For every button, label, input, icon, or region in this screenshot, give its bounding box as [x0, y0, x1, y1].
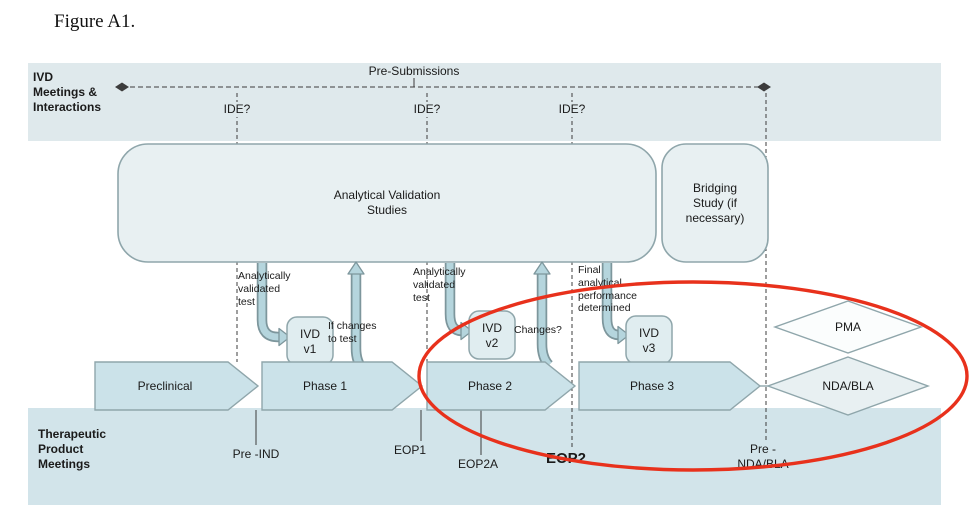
milestone-pre-ind: Pre -IND — [232, 447, 280, 461]
pre-submissions-timeline — [115, 78, 771, 92]
milestone-eop2a: EOP2A — [457, 457, 499, 471]
ide-label-2: IDE? — [407, 102, 447, 117]
ivd-v2-label: IVD v2 — [481, 321, 502, 350]
bridging-study-label: Bridging Study (if necessary) — [685, 181, 745, 225]
milestone-eop2: EOP2 — [545, 450, 587, 467]
ivd-meetings-band — [28, 63, 941, 141]
ivd-band-label: IVD Meetings & Interactions — [33, 70, 102, 114]
annotation-changes: Changes? — [514, 324, 562, 336]
milestone-pre-nda-bla: Pre - NDA/BLA — [737, 442, 789, 471]
ivd-v1-label: IVD v1 — [299, 327, 320, 356]
analytical-validation-label: Analytical Validation Studies — [333, 188, 441, 217]
arrow-into-ivd-v1 — [256, 263, 291, 347]
arrow-changes-up — [533, 261, 553, 369]
phase1-arrow — [261, 361, 424, 411]
arrow-if-changes-up — [347, 261, 367, 373]
preclinical-arrow — [94, 361, 260, 411]
ide-label-1: IDE? — [217, 102, 257, 117]
therapeutic-band-label: Therapeutic Product Meetings — [38, 427, 107, 471]
annotation-validated-test-2: Analytically validated test — [413, 266, 466, 304]
timeline-right-diamond-icon — [757, 82, 771, 92]
analytical-validation-box — [117, 143, 657, 263]
phase-2-label: Phase 2 — [467, 379, 513, 393]
milestone-eop1: EOP1 — [393, 443, 426, 457]
annotation-validated-test-1: Analytically validated test — [238, 270, 291, 308]
annotation-final-performance: Final analytical performance determined — [578, 264, 637, 315]
timeline-left-diamond-icon — [115, 82, 129, 92]
pma-label: PMA — [834, 320, 861, 334]
ide-label-3: IDE? — [552, 102, 592, 117]
ivd-v3-label: IVD v3 — [638, 326, 659, 355]
nda-bla-label: NDA/BLA — [822, 379, 874, 393]
pre-submissions-label: Pre-Submissions — [368, 64, 460, 78]
phase-1-label: Phase 1 — [302, 379, 348, 393]
figure-caption: Figure A1. — [54, 11, 136, 32]
phase-preclinical-label: Preclinical — [137, 379, 193, 393]
bridging-study-box — [661, 143, 769, 263]
phase-3-label: Phase 3 — [629, 379, 675, 393]
annotation-if-changes: If changes to test — [328, 320, 377, 345]
